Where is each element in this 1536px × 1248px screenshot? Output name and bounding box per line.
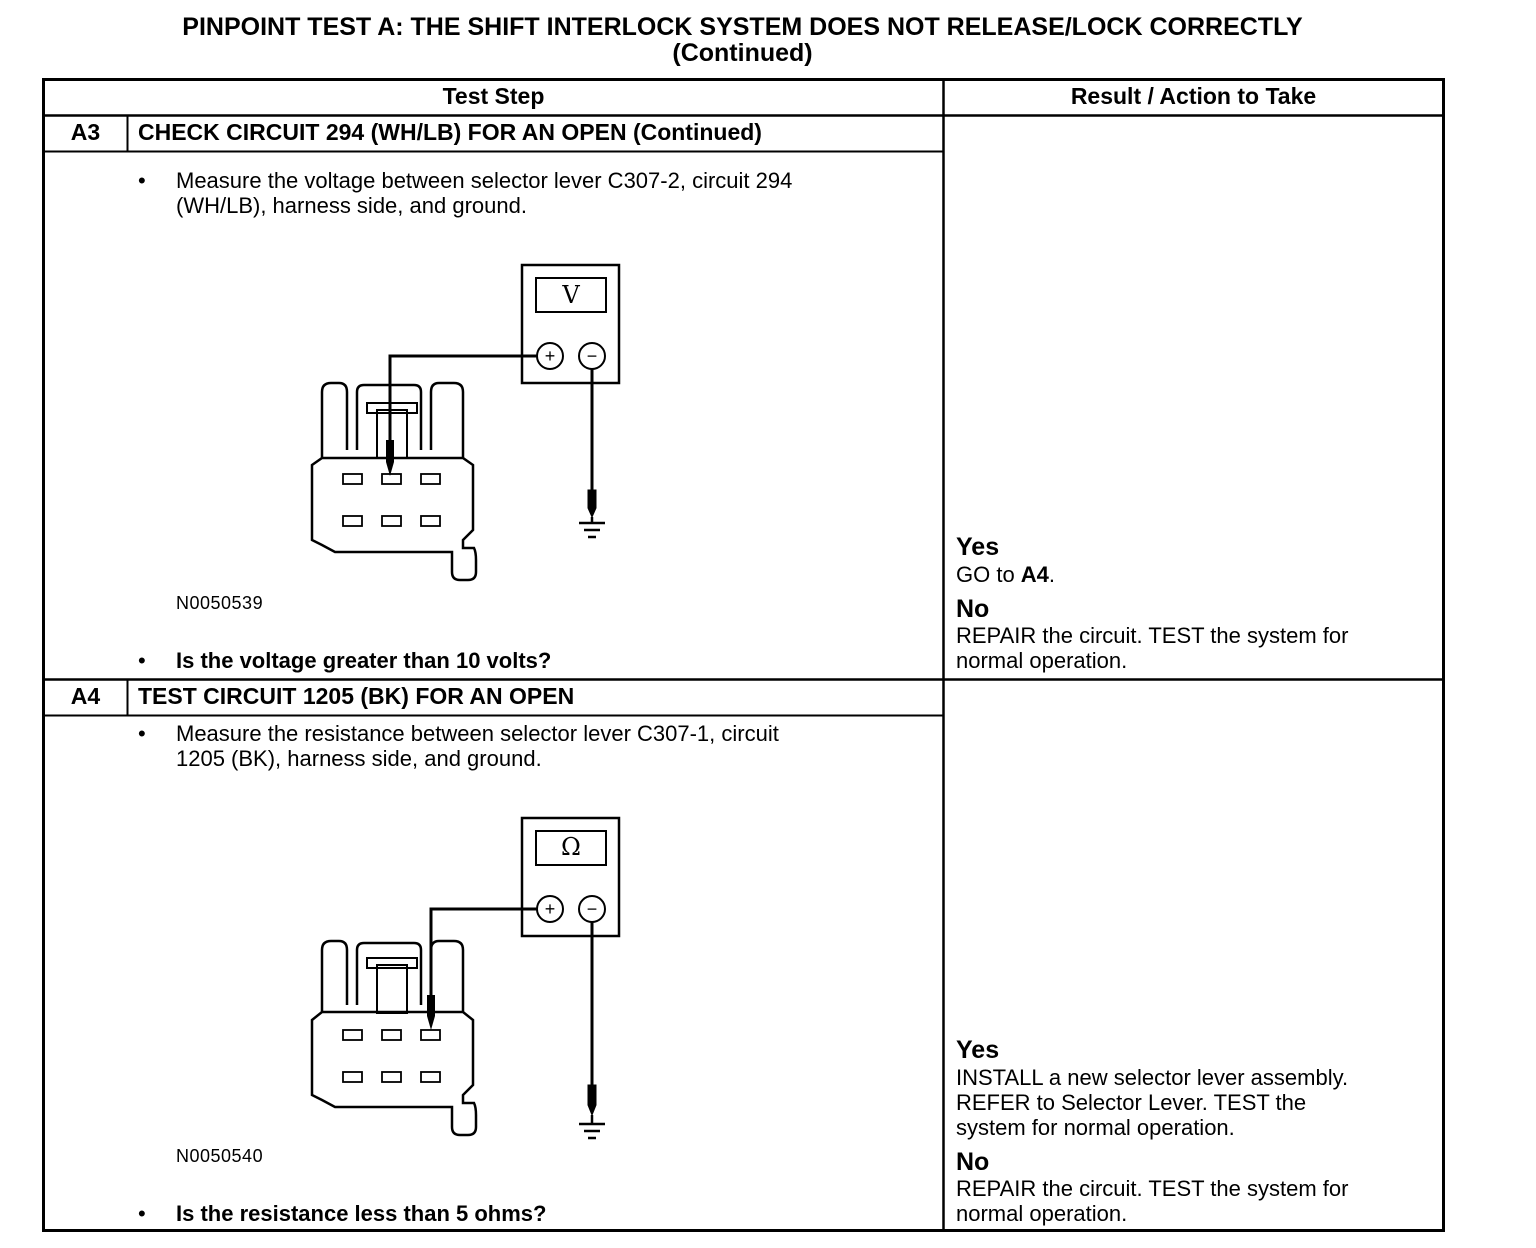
minus-icon: − xyxy=(586,899,598,919)
step-a3-figure-id: N0050539 xyxy=(176,593,264,613)
voltmeter-symbol: V xyxy=(562,281,580,309)
voltmeter-icon xyxy=(520,263,621,385)
bullet-icon: • xyxy=(138,168,146,193)
step-a4-no-line2: normal operation. xyxy=(956,1201,1128,1226)
step-a4-no-line1: REPAIR the circuit. TEST the system for xyxy=(956,1176,1349,1201)
ohmmeter-symbol: Ω xyxy=(561,833,581,861)
step-a4-yes-line3: system for normal operation. xyxy=(956,1115,1235,1140)
header-test-step: Test Step xyxy=(442,83,545,109)
step-a3-heading: CHECK CIRCUIT 294 (WH/LB) FOR AN OPEN (C… xyxy=(138,119,762,145)
bullet-icon: • xyxy=(138,648,146,673)
step-a3-yes-label: Yes xyxy=(956,533,1000,561)
step-a4-no-label: No xyxy=(956,1148,990,1176)
step-a3-instruction-line2: (WH/LB), harness side, and ground. xyxy=(176,193,527,218)
step-a4-question: Is the resistance less than 5 ohms? xyxy=(176,1201,547,1226)
bullet-icon: • xyxy=(138,1201,146,1226)
step-a3-yes-suffix: . xyxy=(1048,562,1056,587)
step-a4-yes-line2: REFER to Selector Lever. TEST the xyxy=(956,1090,1307,1115)
step-a4-figure-id: N0050540 xyxy=(176,1146,264,1166)
step-a3-no-line1: REPAIR the circuit. TEST the system for xyxy=(956,623,1349,648)
minus-icon: − xyxy=(586,346,598,366)
step-a3-instruction-line1: Measure the voltage between selector lev… xyxy=(176,168,793,193)
bullet-icon: • xyxy=(138,721,146,746)
step-a4-yes-label: Yes xyxy=(956,1036,1000,1064)
step-a4-id: A4 xyxy=(70,683,101,709)
step-a4-heading: TEST CIRCUIT 1205 (BK) FOR AN OPEN xyxy=(138,683,575,709)
header-result-action: Result / Action to Take xyxy=(1070,83,1317,109)
step-a4-instruction-line1: Measure the resistance between selector … xyxy=(176,721,779,746)
plus-icon: + xyxy=(544,346,556,366)
step-a3-yes-target: A4 xyxy=(1020,562,1049,587)
page-title: PINPOINT TEST A: THE SHIFT INTERLOCK SYS… xyxy=(182,13,1303,41)
step-a3-yes-prefix: GO to xyxy=(956,562,1021,587)
step-a4-yes-line1: INSTALL a new selector lever assembly. xyxy=(956,1065,1349,1090)
step-a3-question: Is the voltage greater than 10 volts? xyxy=(176,648,552,673)
step-a4-instruction-line2: 1205 (BK), harness side, and ground. xyxy=(176,746,542,771)
step-a3-no-line2: normal operation. xyxy=(956,648,1128,673)
plus-icon: + xyxy=(544,899,556,919)
step-a3-id: A3 xyxy=(70,119,101,145)
page-subtitle: (Continued) xyxy=(672,39,813,67)
ohmmeter-icon xyxy=(520,816,621,938)
step-a3-yes-action: GO to A4. xyxy=(956,562,1055,587)
step-a3-no-label: No xyxy=(956,595,990,623)
